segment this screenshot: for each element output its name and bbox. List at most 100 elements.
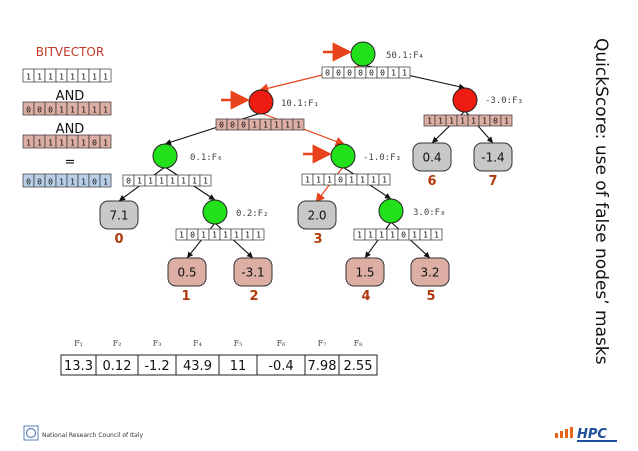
tree-edge-head — [165, 139, 172, 146]
node-mask-n1-bit: 1 — [274, 121, 279, 130]
leaf-box-3 — [297, 200, 337, 230]
feature-name-6: F₆ — [277, 339, 286, 348]
hpc-logo: HPC — [555, 427, 617, 442]
node-mask-n1-bit: 0 — [230, 121, 235, 130]
node-mask-n6-cell — [430, 228, 443, 241]
leaf-box-1 — [167, 257, 207, 287]
leaf-box-0 — [99, 200, 139, 230]
bitvector-3-bit: 0 — [37, 178, 42, 187]
node-mask-n4-bit: 1 — [371, 176, 376, 185]
leaf-value-5: 3.2 — [420, 266, 439, 280]
node-mask-root-bit: 0 — [380, 69, 385, 78]
tree-node-n6 — [378, 198, 404, 224]
bitvector-3-bit: 0 — [48, 178, 53, 187]
bitvector-0-bit: 1 — [26, 73, 31, 82]
tree-node-n1 — [248, 89, 274, 115]
bitvector-heading: BITVECTOR — [36, 45, 104, 59]
bitvector-0-bit: 1 — [103, 73, 108, 82]
bitvector-0-bit: 1 — [81, 73, 86, 82]
feature-value-2: 0.12 — [103, 359, 132, 374]
node-mask-n1-bit: 0 — [241, 121, 246, 130]
node-mask-n4-bit: 1 — [349, 176, 354, 185]
feature-value-7: 7.98 — [308, 359, 337, 374]
node-mask-n3-bit: 1 — [170, 177, 175, 186]
bitvector-1-bit: 1 — [103, 106, 108, 115]
feature-value-1: 13.3 — [64, 359, 93, 374]
node-mask-root-bit: 1 — [391, 69, 396, 78]
tree-node-n2 — [452, 87, 478, 113]
tree-edge-head — [365, 251, 371, 258]
node-mask-root-bit: 0 — [347, 69, 352, 78]
node-mask-root-cell — [398, 66, 411, 79]
node-mask-root-bit: 0 — [336, 69, 341, 78]
op-and-1: AND — [56, 89, 85, 104]
node-mask-n1-bit: 1 — [252, 121, 257, 130]
bitvector-0-bit: 1 — [92, 73, 97, 82]
leaf-index-6: 6 — [427, 174, 436, 189]
node-mask-n3-bit: 0 — [126, 177, 131, 186]
bitvector-2-bit: 1 — [70, 139, 75, 148]
leaf-value-2: -3.1 — [241, 266, 264, 280]
feature-name-8: F₈ — [354, 339, 363, 348]
bitvector-2-bit: 1 — [103, 139, 108, 148]
tree-edge — [214, 222, 254, 259]
bitvector-2-bit: 1 — [59, 139, 64, 148]
tree-node-n4 — [330, 143, 356, 169]
tree-edge-head — [246, 251, 253, 258]
leaf-box-5 — [410, 257, 450, 287]
node-mask-n4-bit: 1 — [305, 176, 310, 185]
leaf-index-3: 3 — [313, 232, 322, 247]
bitvector-1-bit: 0 — [26, 106, 31, 115]
bitvector-1-bit: 1 — [59, 106, 64, 115]
node-mask-n5-bit: 1 — [234, 231, 239, 240]
bitvector-1-bit: 1 — [70, 106, 75, 115]
bitvector-2-bit: 1 — [81, 139, 86, 148]
node-mask-n1-bit: 1 — [285, 121, 290, 130]
node-mask-n2-bit: 1 — [482, 117, 487, 126]
node-mask-n6-bit: 1 — [357, 231, 362, 240]
node-mask-n6-bit: 1 — [379, 231, 384, 240]
node-mask-root-bit: 0 — [325, 69, 330, 78]
leaf-value-1: 0.5 — [177, 266, 196, 280]
node-mask-n4-bit: 1 — [360, 176, 365, 185]
tree-edge — [186, 222, 216, 259]
tree-edge-head — [432, 136, 439, 143]
node-mask-root-bit: 0 — [369, 69, 374, 78]
leaf-index-7: 7 — [488, 174, 497, 189]
op-and-2: AND — [56, 122, 85, 137]
tree-edge — [164, 112, 262, 145]
node-mask-n2-bit: 1 — [449, 117, 454, 126]
node-mask-n3-bit: 1 — [159, 177, 164, 186]
cnr-logo-text: National Research Council of Italy — [42, 432, 144, 439]
feature-cell — [338, 354, 378, 376]
bitvector-2-cell — [99, 134, 112, 149]
tree-node-root — [350, 41, 376, 67]
feature-name-1: F₁ — [74, 339, 83, 348]
node-mask-n5-bit: 1 — [256, 231, 261, 240]
node-mask-n4-bit: 1 — [316, 176, 321, 185]
node-mask-n1-bit: 0 — [219, 121, 224, 130]
bitvector-2-bit: 1 — [37, 139, 42, 148]
tree-edge-head — [423, 251, 430, 258]
leaf-box-4 — [345, 257, 385, 287]
node-mask-n1-cell — [292, 118, 305, 131]
leaf-box-6 — [412, 142, 452, 172]
node-mask-n4-bit: 0 — [338, 176, 343, 185]
leaf-box-7 — [473, 142, 513, 172]
bitvector-0-cell — [99, 68, 112, 83]
node-mask-n5-bit: 1 — [179, 231, 184, 240]
leaf-index-5: 5 — [426, 289, 435, 304]
node-mask-n6-bit: 0 — [401, 231, 406, 240]
node-mask-n6-bit: 1 — [390, 231, 395, 240]
node-mask-n3-bit: 1 — [148, 177, 153, 186]
node-mask-n5-bit: 0 — [190, 231, 195, 240]
leaf-value-3: 2.0 — [307, 209, 326, 223]
tree-node-label-n3: 0.1:F₆ — [190, 153, 223, 163]
